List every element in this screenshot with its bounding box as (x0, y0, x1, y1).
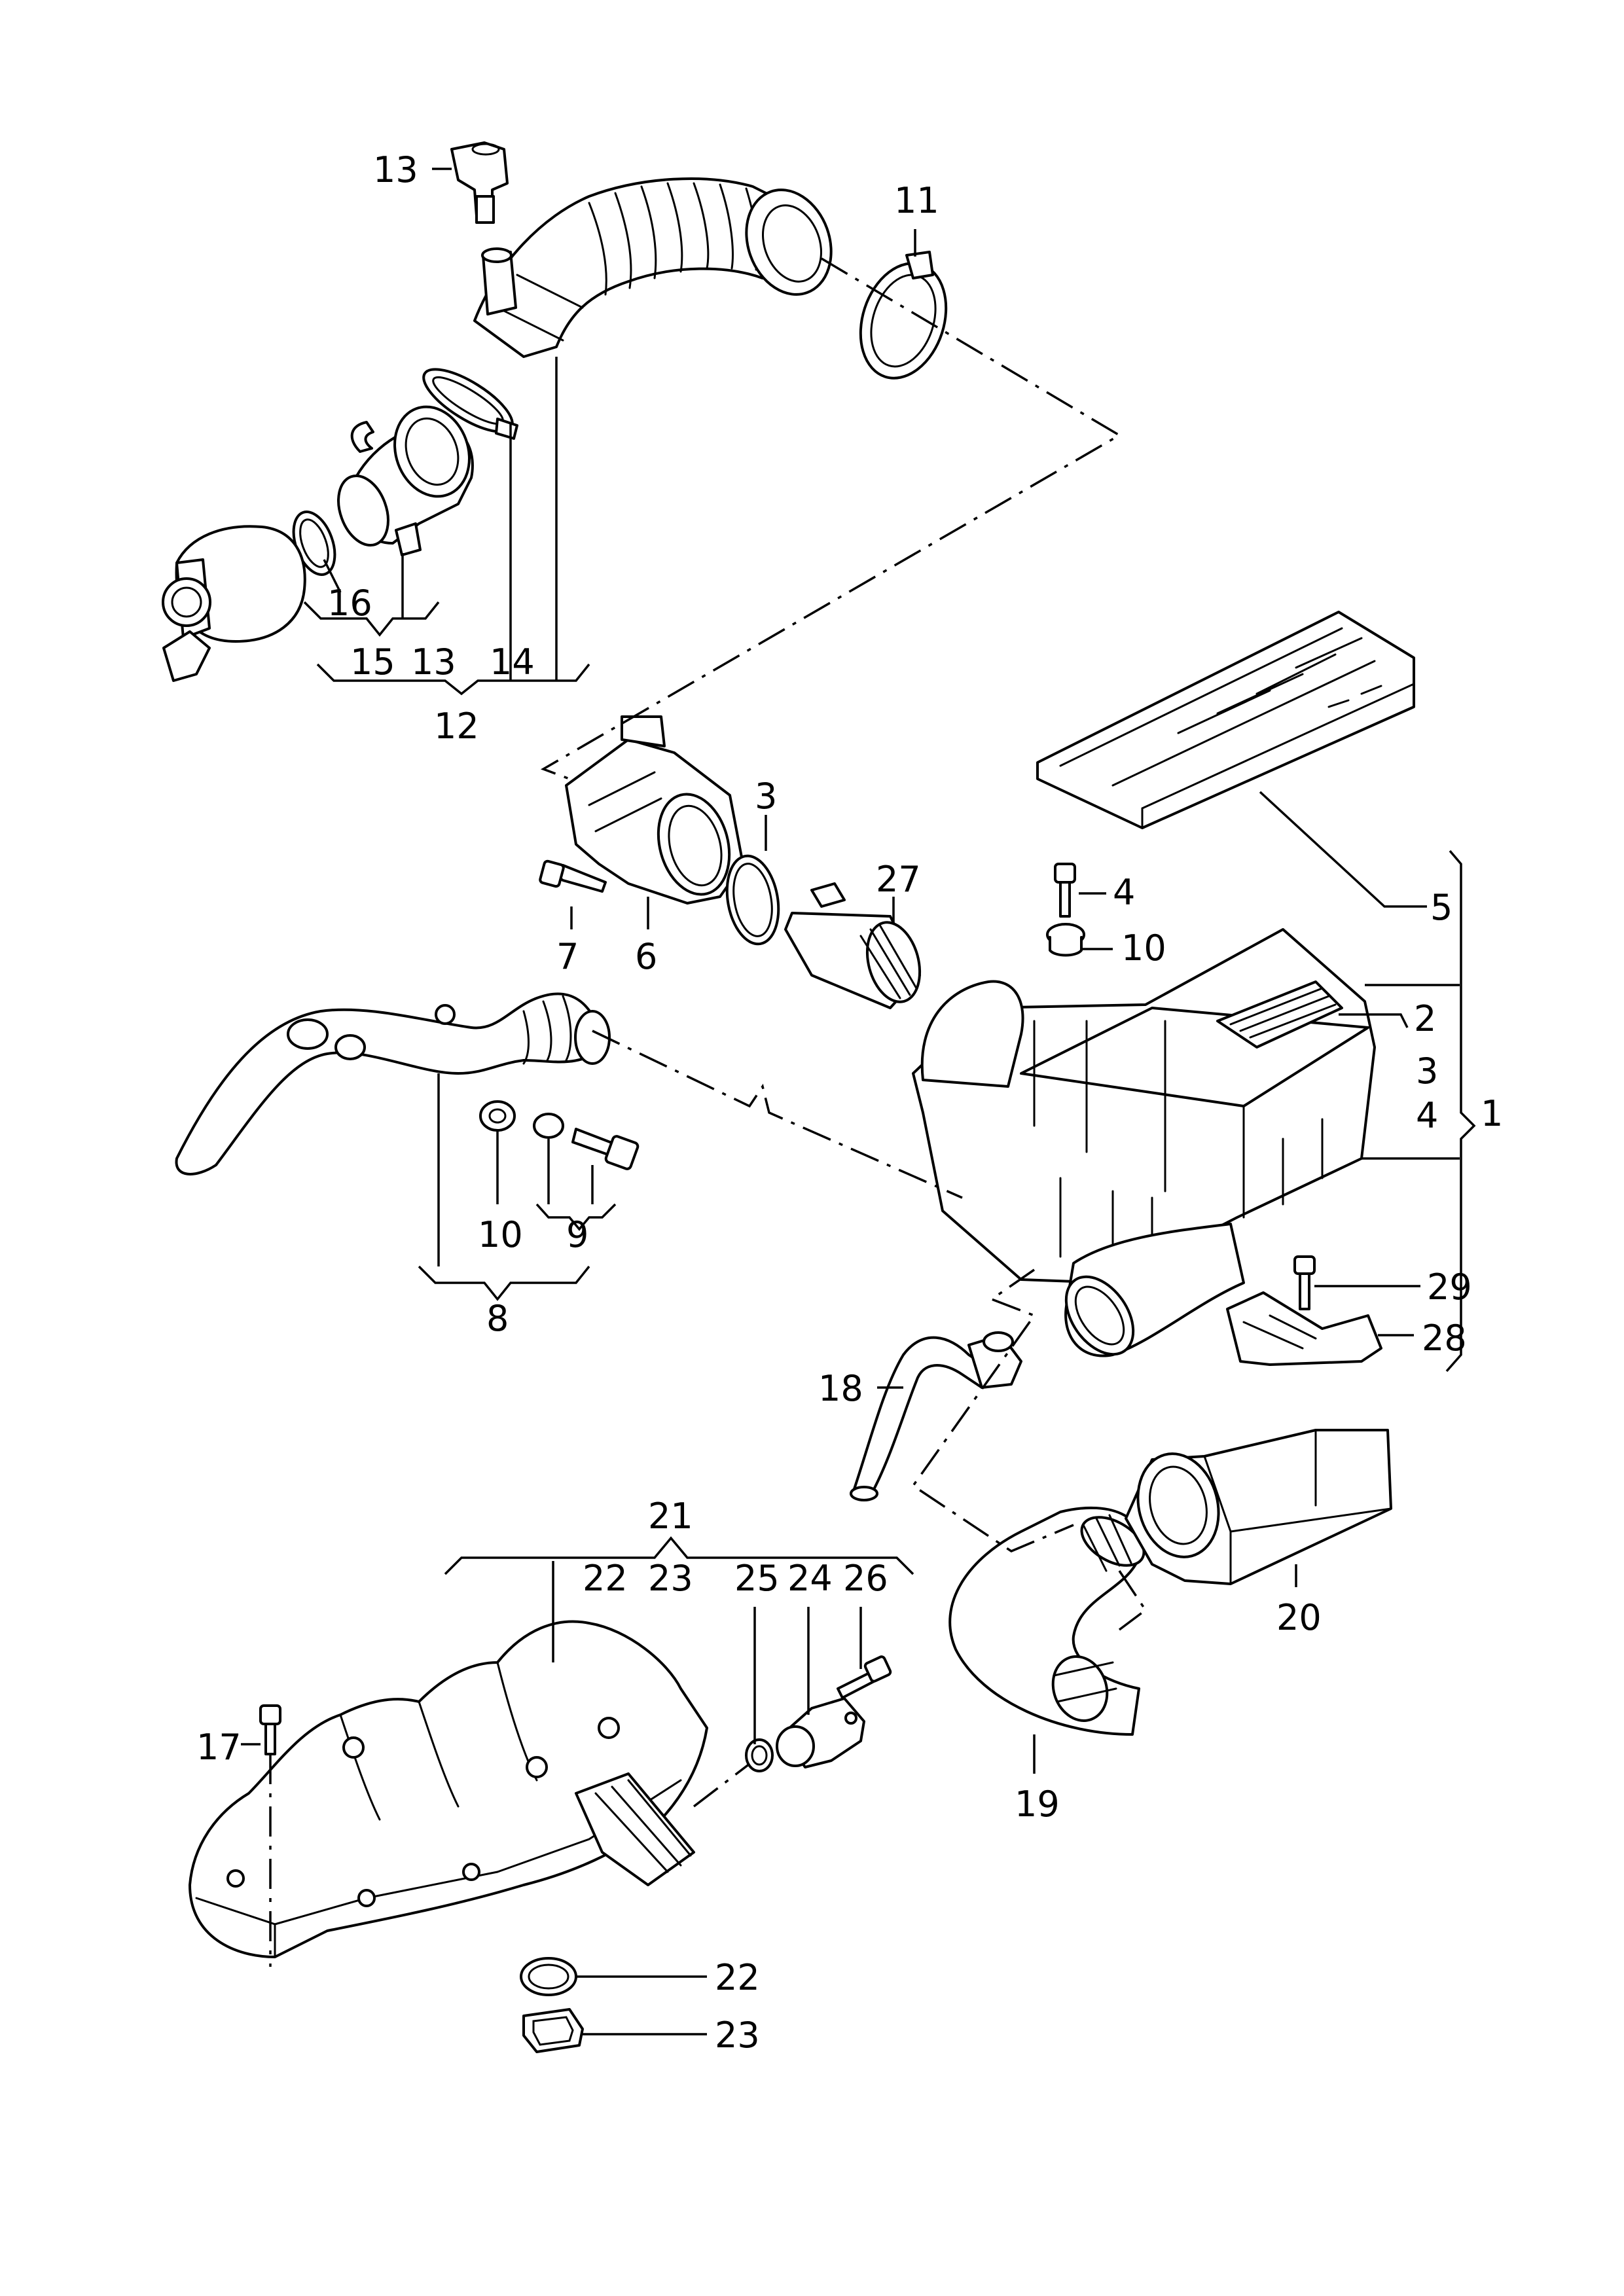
callout-13-top: 13 (373, 149, 418, 190)
callout-3-filter: 3 (1416, 1050, 1438, 1092)
callout-9: 9 (566, 1214, 588, 1255)
callout-27: 27 (876, 859, 921, 900)
air-guide-20[interactable] (1125, 1429, 1392, 1585)
callout-3-pipe: 3 (755, 776, 777, 817)
callout-20: 20 (1276, 1597, 1322, 1638)
callout-28: 28 (1422, 1318, 1467, 1359)
leader-lines (241, 168, 1460, 2036)
callout-23-group: 23 (648, 1558, 693, 1599)
vent-hose-18[interactable] (850, 1331, 1022, 1501)
grommet-10-upper[interactable] (1046, 923, 1085, 957)
bracket-28[interactable] (1226, 1291, 1382, 1366)
callout-22-group: 22 (583, 1558, 628, 1599)
screw-4[interactable] (1054, 863, 1076, 918)
callout-24: 24 (787, 1558, 833, 1599)
gasket-22[interactable] (520, 1957, 577, 1996)
air-filter-outlet (1064, 1223, 1245, 1357)
air-guide-hose-8[interactable] (175, 992, 611, 1175)
screw-9-washer[interactable] (533, 1113, 564, 1139)
air-filter-lid-5[interactable] (1036, 611, 1415, 829)
callout-2: 2 (1414, 998, 1436, 1039)
hose-19[interactable] (948, 1506, 1152, 1736)
callout-10-hose: 10 (478, 1214, 523, 1255)
air-mass-meter-6[interactable] (565, 715, 744, 905)
air-filter-housing-1[interactable] (912, 928, 1376, 1284)
callout-10-grommet: 10 (1121, 927, 1166, 969)
hose-clamp-11[interactable] (846, 251, 960, 389)
callout-22-gasket: 22 (715, 1957, 760, 1998)
o-ring-16[interactable] (286, 506, 343, 580)
intake-pipe-27[interactable] (784, 882, 928, 1009)
intake-manifold-21[interactable] (189, 1620, 708, 1958)
callout-15: 15 (350, 641, 395, 683)
callout-18: 18 (818, 1368, 863, 1409)
screw-7[interactable] (539, 859, 607, 893)
intake-hose-12[interactable] (473, 177, 845, 358)
callout-17: 17 (196, 1727, 242, 1768)
callout-23-gasket: 23 (715, 2015, 760, 2056)
connection-lines (269, 257, 1147, 1967)
screw-26[interactable] (837, 1655, 892, 1699)
callout-11: 11 (894, 180, 939, 221)
hose-clamp-14[interactable] (415, 358, 521, 443)
turbocharger-outlet (162, 525, 306, 682)
callout-4-filter: 4 (1416, 1095, 1438, 1136)
callout-1: 1 (1481, 1093, 1503, 1134)
screw-17[interactable] (259, 1704, 281, 1755)
o-ring-3[interactable] (721, 852, 785, 948)
turbo-connector-pipe[interactable] (329, 396, 481, 556)
callout-6: 6 (635, 936, 657, 977)
vent-valve-13[interactable] (450, 141, 509, 224)
callout-12: 12 (434, 706, 479, 747)
callout-5: 5 (1430, 887, 1453, 928)
callout-16: 16 (327, 583, 372, 624)
callout-8: 8 (486, 1298, 509, 1339)
callout-13-group: 13 (411, 641, 456, 683)
screw-9[interactable] (571, 1128, 640, 1170)
callout-29: 29 (1427, 1266, 1472, 1308)
callout-21: 21 (648, 1496, 693, 1537)
sensor-24[interactable] (776, 1697, 865, 1768)
callout-19: 19 (1015, 1784, 1060, 1825)
callout-14: 14 (490, 641, 535, 683)
callout-labels: 13 11 16 15 13 14 12 3 27 4 10 7 6 5 2 3… (196, 149, 1503, 2056)
callout-25: 25 (734, 1558, 780, 1599)
callout-26: 26 (843, 1558, 888, 1599)
o-ring-25[interactable] (745, 1738, 774, 1772)
group-braces (303, 601, 1476, 1575)
gasket-23[interactable] (522, 2008, 584, 2053)
callout-7: 7 (556, 936, 579, 977)
hose-nipple (481, 247, 517, 315)
callout-4-screw: 4 (1113, 872, 1135, 913)
screw-29[interactable] (1293, 1255, 1316, 1310)
grommet-10-lower[interactable] (479, 1100, 516, 1132)
